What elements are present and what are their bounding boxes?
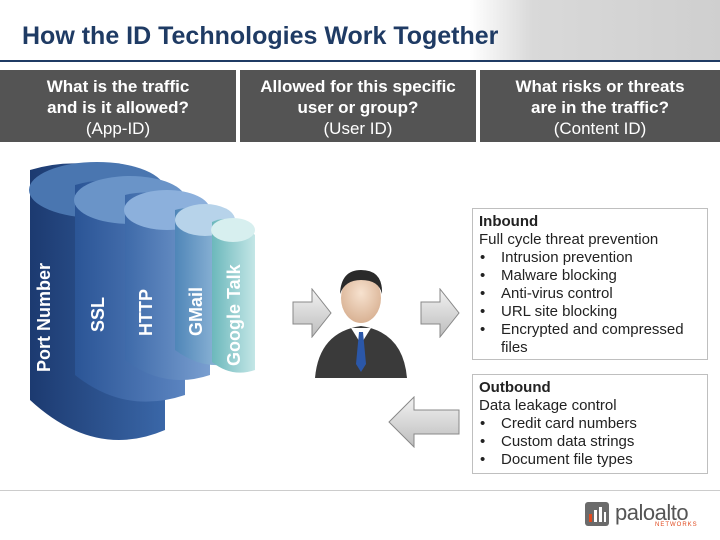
paloalto-logo: paloalto NETWORKS [585, 500, 698, 530]
layer-label: Google Talk [224, 264, 244, 366]
page-title: How the ID Technologies Work Together [22, 22, 499, 50]
header-line: user or group? [297, 98, 419, 117]
header-app-id: What is the traffic and is it allowed? (… [0, 70, 236, 142]
list-item: Credit card numbers [479, 415, 701, 433]
arrow-left-icon [388, 396, 460, 448]
list-item: Custom data strings [479, 433, 701, 451]
header-line: What is the traffic [46, 77, 190, 96]
header-user-id: Allowed for this specific user or group?… [240, 70, 476, 142]
list-item: Malware blocking [479, 267, 701, 285]
title-divider [0, 60, 720, 62]
header-tag: (App-ID) [85, 119, 151, 138]
layer-google-talk-top [211, 218, 255, 242]
inbound-subheading: Full cycle threat prevention [479, 231, 659, 248]
title-bar: How the ID Technologies Work Together [0, 0, 720, 62]
outbound-heading: Outbound [479, 379, 551, 396]
outbound-list: Credit card numbers Custom data strings … [479, 415, 701, 469]
list-item: URL site blocking [479, 303, 701, 321]
layer-label: HTTP [136, 289, 156, 336]
logo-text: paloalto [615, 500, 689, 525]
header-line: and is it allowed? [47, 98, 189, 117]
header-line: What risks or threats [515, 77, 685, 96]
logo-subtext: NETWORKS [655, 522, 698, 528]
inbound-heading: Inbound [479, 213, 539, 230]
list-item: Anti-virus control [479, 285, 701, 303]
layer-label: Port Number [34, 262, 54, 372]
outbound-panel: Outbound Data leakage control Credit car… [472, 374, 708, 474]
list-item: Document file types [479, 451, 701, 469]
list-item: Intrusion prevention [479, 249, 701, 267]
inbound-list: Intrusion prevention Malware blocking An… [479, 249, 701, 357]
outbound-subheading: Data leakage control [479, 397, 617, 414]
layer-label: GMail [186, 286, 206, 336]
arrow-right-icon [420, 288, 460, 338]
arrow-right-icon [292, 288, 332, 338]
title-decoration [470, 0, 720, 60]
user-person-icon [315, 270, 407, 378]
header-line: Allowed for this specific [260, 77, 456, 96]
list-item: Encrypted and compressed files [479, 321, 701, 357]
layer-google-talk [212, 218, 255, 373]
paloalto-logo-icon [585, 502, 609, 526]
protocol-layer-stack: Port Number SSL HTTP GMail Google Talk [0, 150, 280, 480]
header-tag: (Content ID) [553, 119, 647, 138]
layer-label: SSL [88, 296, 108, 332]
footer-divider [0, 490, 720, 491]
inbound-panel: Inbound Full cycle threat prevention Int… [472, 208, 708, 360]
header-tag: (User ID) [323, 119, 393, 138]
header-line: are in the traffic? [531, 98, 669, 117]
header-content-id: What risks or threats are in the traffic… [480, 70, 720, 142]
layer-stack-graphic [29, 162, 255, 441]
